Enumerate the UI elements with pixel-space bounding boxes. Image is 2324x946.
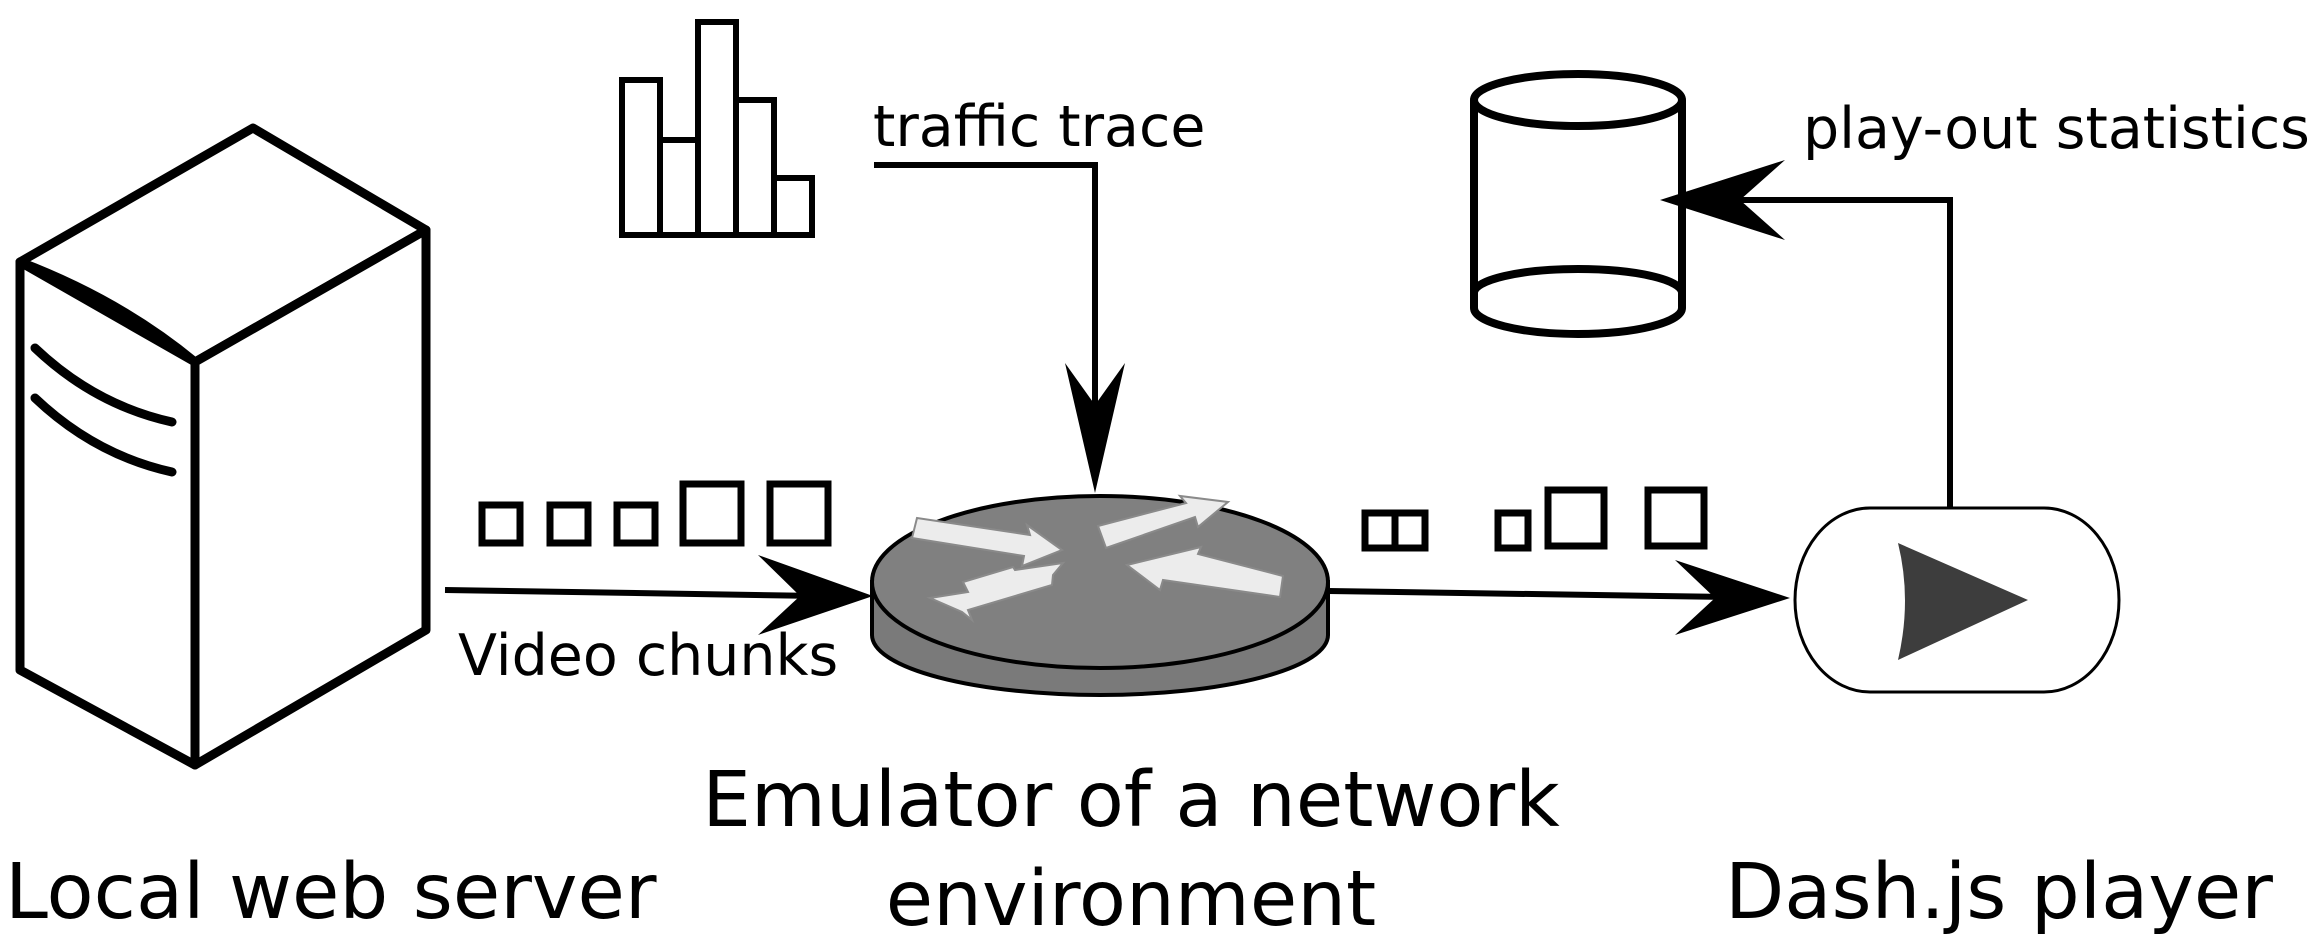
arrowhead-down [1065, 363, 1125, 493]
player-label: Dash.js player [1725, 848, 2273, 937]
emulator-label-line1: Emulator of a network [702, 756, 1560, 845]
arrowhead-left-database [1660, 160, 1785, 240]
video-chunks-squares [478, 480, 832, 547]
server-tower-icon [15, 123, 431, 770]
traffic-trace-label: traffic trace [873, 94, 1205, 160]
video-chunks-label: Video chunks [458, 623, 838, 689]
connector-arrows [444, 162, 1953, 600]
database-cylinder-icon [1470, 70, 1686, 338]
arrowhead-right-player [1675, 560, 1790, 635]
arrow-heads [758, 160, 1790, 635]
local-server-label: Local web server [5, 848, 657, 937]
play-button-icon [1793, 506, 2121, 694]
network-router-icon [870, 494, 1330, 697]
arrowhead-right-server [758, 555, 873, 635]
playout-statistics-label: play-out statistics [1803, 96, 2310, 162]
emulator-label-line2: environment [886, 855, 1376, 944]
bar-histogram-icon [619, 19, 815, 238]
delivered-chunks-squares [1361, 486, 1708, 552]
